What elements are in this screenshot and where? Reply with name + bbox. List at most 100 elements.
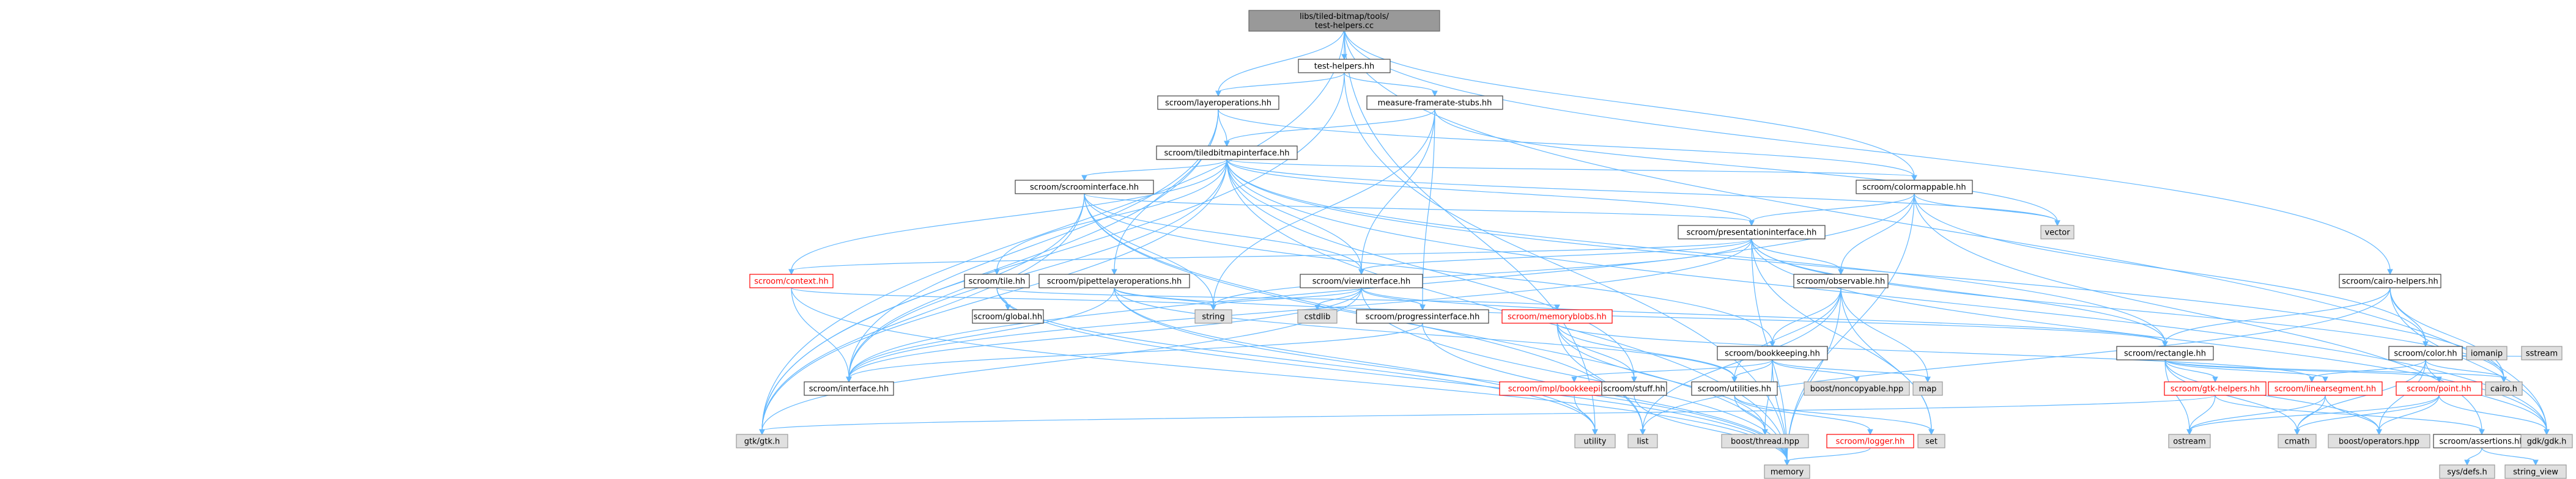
edge-utilities-to-set bbox=[1734, 395, 1934, 436]
node-assertions[interactable]: scroom/assertions.hh bbox=[2433, 434, 2531, 448]
node-list: list bbox=[1627, 434, 1658, 448]
edge-rectangle-to-linearsegment bbox=[2164, 359, 2328, 383]
node-tile[interactable]: scroom/tile.hh bbox=[964, 274, 1030, 288]
edge-rectangle-to-gtk_helpers bbox=[2164, 359, 2218, 383]
node-boost-thread: boost/thread.hpp bbox=[1721, 434, 1809, 448]
node-interface[interactable]: scroom/interface.hh bbox=[804, 381, 894, 396]
node-vector: vector bbox=[2040, 225, 2074, 240]
node-linearsegment[interactable]: scroom/linearsegment.hh bbox=[2268, 381, 2383, 396]
node-progressinterface[interactable]: scroom/progressinterface.hh bbox=[1356, 309, 1489, 324]
edge-test_helpers-to-memory bbox=[1344, 72, 1790, 466]
edge-assertions-to-string_view bbox=[2481, 447, 2539, 466]
node-label: scroom/pipettelayeroperations.hh bbox=[1047, 277, 1182, 287]
edge-root-to-utility bbox=[1344, 27, 1598, 436]
node-cstdlib: cstdlib bbox=[1297, 309, 1338, 324]
node-iomanip: iomanip bbox=[2466, 346, 2508, 360]
edge-color-to-cairo_h bbox=[2425, 359, 2507, 383]
edge-tiledbitmapinterface-to-tile bbox=[994, 159, 1227, 276]
edge-test_helpers-to-layeroperations bbox=[1215, 72, 1345, 97]
node-logger[interactable]: scroom/logger.hh bbox=[1826, 434, 1914, 448]
node-viewinterface[interactable]: scroom/viewinterface.hh bbox=[1300, 274, 1423, 288]
edge-color-to-cstdint bbox=[2309, 359, 2426, 383]
edge-root-to-cairo_helpers bbox=[1344, 27, 2393, 276]
edge-bookkeeping-to-noncopyable bbox=[1772, 359, 1860, 383]
node-label: scroom/logger.hh bbox=[1836, 437, 1905, 447]
node-scroominterface[interactable]: scroom/scroominterface.hh bbox=[1015, 180, 1154, 194]
edge-utilities-to-boost_thread bbox=[1734, 395, 1768, 436]
node-point[interactable]: scroom/point.hh bbox=[2396, 381, 2482, 396]
graph-nodes: libs/tiled-bitmap/tools/test-helpers.cct… bbox=[736, 10, 2573, 479]
node-label: sstream bbox=[2526, 349, 2558, 359]
node-string-view: string_view bbox=[2504, 464, 2567, 479]
edge-viewinterface-to-cstdlib bbox=[1314, 287, 1362, 311]
node-label: scroom/stuff.hh bbox=[1603, 385, 1665, 394]
edge-viewinterface-to-interface bbox=[846, 287, 1362, 383]
node-bookkeeping[interactable]: scroom/bookkeeping.hh bbox=[1717, 346, 1828, 360]
edge-rectangle-to-cmath bbox=[2164, 359, 2300, 436]
node-layeroperations[interactable]: scroom/layeroperations.hh bbox=[1157, 95, 1279, 110]
node-colormappable[interactable]: scroom/colormappable.hh bbox=[1856, 180, 1973, 194]
node-tiledbitmapinterface[interactable]: scroom/tiledbitmapinterface.hh bbox=[1156, 145, 1298, 160]
node-label: sys/defs.h bbox=[2447, 468, 2487, 477]
node-label: measure-framerate-stubs.hh bbox=[1378, 99, 1492, 108]
node-boost-operators: boost/operators.hpp bbox=[2328, 434, 2430, 448]
node-label: scroom/layeroperations.hh bbox=[1165, 99, 1271, 108]
node-rectangle[interactable]: scroom/rectangle.hh bbox=[2116, 346, 2214, 360]
edge-tiledbitmapinterface-to-context bbox=[788, 159, 1227, 276]
edge-color-to-gdk_h bbox=[2425, 359, 2550, 436]
edge-viewinterface-to-progressinterface bbox=[1361, 287, 1426, 311]
node-label: scroom/color.hh bbox=[2394, 349, 2457, 359]
node-sys-defs: sys/defs.h bbox=[2439, 464, 2495, 479]
node-gdk-h: gdk/gdk.h bbox=[2520, 434, 2573, 448]
edge-root-to-gdk_h bbox=[1344, 27, 2550, 436]
node-label: cmath bbox=[2284, 437, 2309, 447]
node-label: scroom/gtk-helpers.hh bbox=[2171, 385, 2260, 394]
node-label: scroom/viewinterface.hh bbox=[1312, 277, 1410, 287]
node-label: cairo.h bbox=[2490, 385, 2517, 394]
node-label: scroom/colormappable.hh bbox=[1862, 183, 1966, 192]
node-utilities[interactable]: scroom/utilities.hh bbox=[1691, 381, 1778, 396]
node-test-helpers[interactable]: test-helpers.hh bbox=[1298, 59, 1391, 73]
node-cmath: cmath bbox=[2278, 434, 2317, 448]
node-observable[interactable]: scroom/observable.hh bbox=[1793, 274, 1889, 288]
node-pipettelayerops[interactable]: scroom/pipettelayeroperations.hh bbox=[1038, 274, 1190, 288]
edge-point-to-cmath bbox=[2294, 395, 2440, 436]
node-label: vector bbox=[2045, 229, 2070, 238]
edge-presentationinterface-to-gdk_h bbox=[1751, 238, 2550, 436]
edge-measure_framerate-to-vector bbox=[1434, 109, 2060, 227]
node-label: test-helpers.hh bbox=[1314, 62, 1374, 71]
edge-linearsegment-to-boost_operators bbox=[2325, 395, 2382, 436]
node-stuff[interactable]: scroom/stuff.hh bbox=[1601, 381, 1667, 396]
edge-progressinterface-to-interface bbox=[846, 323, 1423, 383]
node-set: set bbox=[1917, 434, 1945, 448]
node-noncopyable: boost/noncopyable.hpp bbox=[1804, 381, 1910, 396]
node-label: gtk/gtk.h bbox=[744, 437, 780, 447]
node-cairo-helpers[interactable]: scroom/cairo-helpers.hh bbox=[2339, 274, 2441, 288]
node-measure-framerate[interactable]: measure-framerate-stubs.hh bbox=[1366, 95, 1503, 110]
node-memoryblobs[interactable]: scroom/memoryblobs.hh bbox=[1501, 309, 1613, 324]
node-label: string_view bbox=[2513, 468, 2558, 477]
edge-observable-to-set bbox=[1840, 287, 1934, 436]
node-gtk-helpers[interactable]: scroom/gtk-helpers.hh bbox=[2164, 381, 2267, 396]
node-label: boost/thread.hpp bbox=[1731, 437, 1799, 447]
edge-scroominterface-to-string bbox=[1084, 193, 1216, 311]
edge-bookkeeping-to-utilities bbox=[1731, 359, 1773, 383]
node-context[interactable]: scroom/context.hh bbox=[749, 274, 834, 288]
edge-gtk_helpers-to-assertions bbox=[2215, 395, 2485, 436]
node-label: boost/operators.hpp bbox=[2339, 437, 2419, 447]
edge-pipettelayerops-to-string bbox=[1114, 287, 1216, 311]
node-presentationinterface[interactable]: scroom/presentationinterface.hh bbox=[1678, 225, 1826, 240]
edge-tiledbitmapinterface-to-scroominterface bbox=[1081, 159, 1227, 181]
node-label: memory bbox=[1771, 468, 1804, 477]
node-global[interactable]: scroom/global.hh bbox=[972, 309, 1044, 324]
edge-gtk_helpers-to-gtk_h bbox=[759, 395, 2216, 436]
edge-viewinterface-to-gtk_h bbox=[759, 287, 1362, 436]
edge-observable-to-bookkeeping bbox=[1769, 287, 1841, 348]
node-utility: utility bbox=[1574, 434, 1616, 448]
edge-scroominterface-to-viewinterface bbox=[1084, 193, 1364, 276]
edge-cairo_helpers-to-cairo_h bbox=[2389, 287, 2507, 383]
node-label: scroom/progressinterface.hh bbox=[1366, 313, 1480, 322]
node-sstream: sstream bbox=[2521, 346, 2563, 360]
node-color[interactable]: scroom/color.hh bbox=[2388, 346, 2463, 360]
edge-colormappable-to-color bbox=[1914, 193, 2429, 348]
